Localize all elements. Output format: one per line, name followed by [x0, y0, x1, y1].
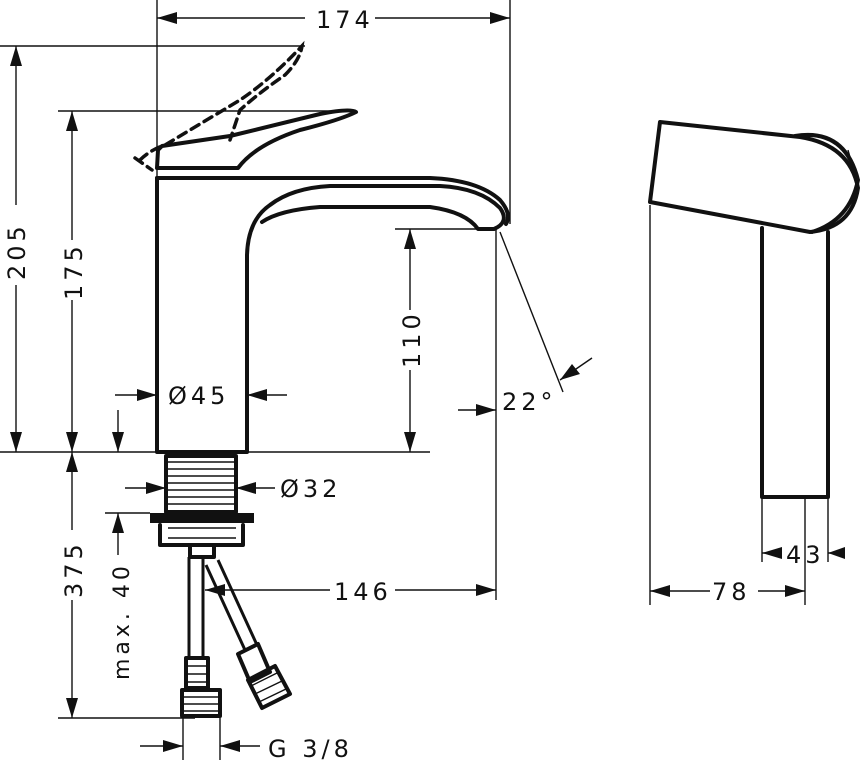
side-body	[760, 226, 830, 499]
dim-side-base: 43	[786, 541, 825, 569]
faucet-side-view	[648, 120, 860, 499]
hose-fitting-right	[236, 642, 292, 710]
lever	[155, 108, 358, 170]
spout-top	[155, 176, 510, 226]
dim-projection: 146	[334, 578, 392, 606]
thread-lines	[166, 461, 236, 505]
nut-bottom	[188, 543, 216, 559]
faucet-front-view	[133, 40, 510, 718]
dim-height-total: 205	[3, 222, 31, 280]
side-lever-cap	[793, 133, 860, 234]
dim-shank-length: 375	[60, 540, 88, 598]
mounting-washer	[150, 513, 254, 523]
dim-side-depth: 78	[712, 578, 751, 606]
hose-fitting-left	[180, 656, 222, 718]
dim-width-total: 174	[316, 6, 374, 34]
hose-left	[187, 557, 205, 658]
dim-thread-diameter: Ø32	[280, 475, 341, 503]
thread-shank	[164, 454, 238, 514]
dim-spout-clearance: 110	[398, 310, 426, 368]
lever-open-position	[138, 40, 305, 162]
lever-open-position-lower	[133, 156, 154, 172]
dim-height-lever: 175	[60, 242, 88, 300]
dimension-labels: 174 205 175 110 Ø45 Ø32 22° 375 max. 40 …	[3, 6, 825, 763]
hose-right	[204, 559, 259, 651]
dimension-lines	[0, 0, 845, 760]
dim-body-diameter: Ø45	[168, 382, 229, 410]
dim-connection: G 3/8	[268, 735, 353, 763]
dim-max-deck: max. 40	[110, 562, 135, 680]
dim-spout-angle: 22°	[502, 388, 557, 416]
faucet-body	[155, 176, 506, 454]
